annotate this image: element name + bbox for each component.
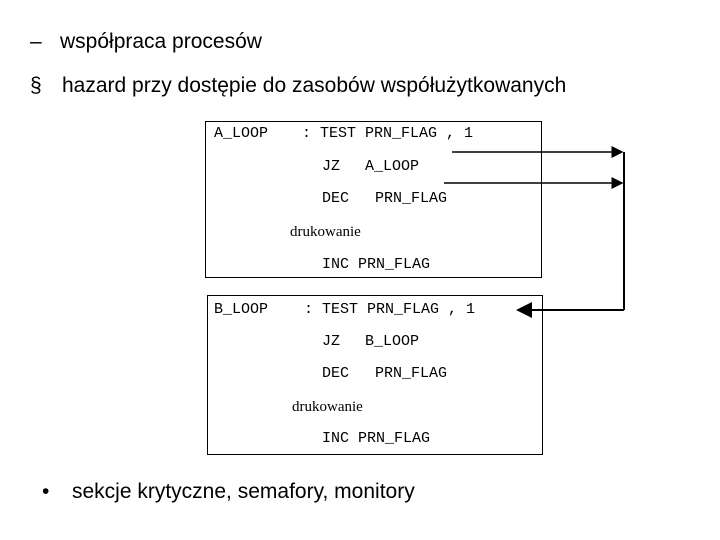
code-a-jz-arg: A_LOOP — [365, 158, 420, 175]
code-b-jz-op: JZ — [322, 333, 341, 350]
code-b-inc: INC PRN_FLAG — [322, 430, 431, 447]
label-b-loop: B_LOOP — [214, 301, 269, 318]
heading-cooperation: współpraca procesów — [60, 30, 262, 53]
code-b-test: : TEST PRN_FLAG , 1 — [304, 301, 476, 318]
code-box-a — [205, 121, 542, 278]
code-b-jz-arg: B_LOOP — [365, 333, 420, 350]
text-b-printing: drukowanie — [292, 399, 363, 415]
code-box-b — [207, 295, 543, 455]
code-a-jz-op: JZ — [322, 158, 341, 175]
code-a-dec-arg: PRN_FLAG — [375, 190, 448, 207]
heading-critical-sections: sekcje krytyczne, semafory, monitory — [72, 480, 415, 503]
heading-hazard: hazard przy dostępie do zasobów współuży… — [62, 74, 567, 97]
code-a-test: : TEST PRN_FLAG , 1 — [302, 125, 474, 142]
label-a-loop: A_LOOP — [214, 125, 269, 142]
text-a-printing: drukowanie — [290, 224, 361, 240]
code-b-dec-op: DEC — [322, 365, 350, 382]
dash-bullet: – — [30, 30, 42, 53]
code-a-inc: INC PRN_FLAG — [322, 256, 431, 273]
code-b-dec-arg: PRN_FLAG — [375, 365, 448, 382]
round-bullet: • — [42, 480, 50, 503]
code-a-dec-op: DEC — [322, 190, 350, 207]
section-bullet: § — [30, 74, 42, 97]
